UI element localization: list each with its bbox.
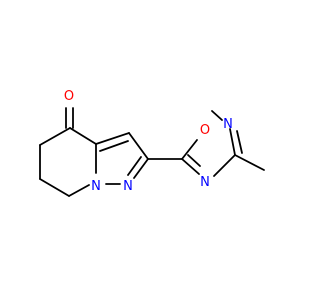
- bond-o1-n2: [211, 110, 223, 121]
- pyrazole-nitrogen-label: N: [123, 179, 133, 194]
- bond-c7-n8: [68, 184, 90, 197]
- bond-c3a-c3: [95, 132, 130, 145]
- bond-c3-c2: [128, 132, 149, 160]
- oxadiazole-nitrogen-bottom-label: N: [200, 175, 210, 190]
- bond-c3a-c3-double: [99, 140, 129, 152]
- bridgehead-nitrogen-label: N: [91, 179, 101, 194]
- oxadiazole-oxygen-label: O: [200, 123, 210, 138]
- carbonyl-oxygen-label: O: [64, 89, 74, 104]
- bond-n4-c5prime: [181, 158, 200, 175]
- bond-n4-c5prime-double: [187, 154, 201, 167]
- molecule-structure: O N N O N N: [0, 0, 300, 300]
- bond-n2-c3prime: [229, 128, 236, 156]
- bond-c4-c5: [39, 127, 71, 146]
- background: [0, 0, 300, 300]
- bond-n2-c3prime-double: [236, 130, 243, 154]
- oxadiazole-nitrogen-top-label: N: [223, 117, 233, 132]
- bond-c6-c7: [39, 178, 70, 197]
- bond-methyl: [234, 154, 265, 171]
- bond-c3prime-n4: [213, 154, 236, 177]
- bond-c4-c3a: [69, 127, 97, 145]
- bonds: [39, 107, 265, 197]
- bond-c5prime-o1: [181, 139, 198, 160]
- bond-c2-n1-double: [127, 156, 142, 176]
- bond-c2-n1: [133, 158, 149, 179]
- atom-labels: O N N O N N: [64, 89, 233, 194]
